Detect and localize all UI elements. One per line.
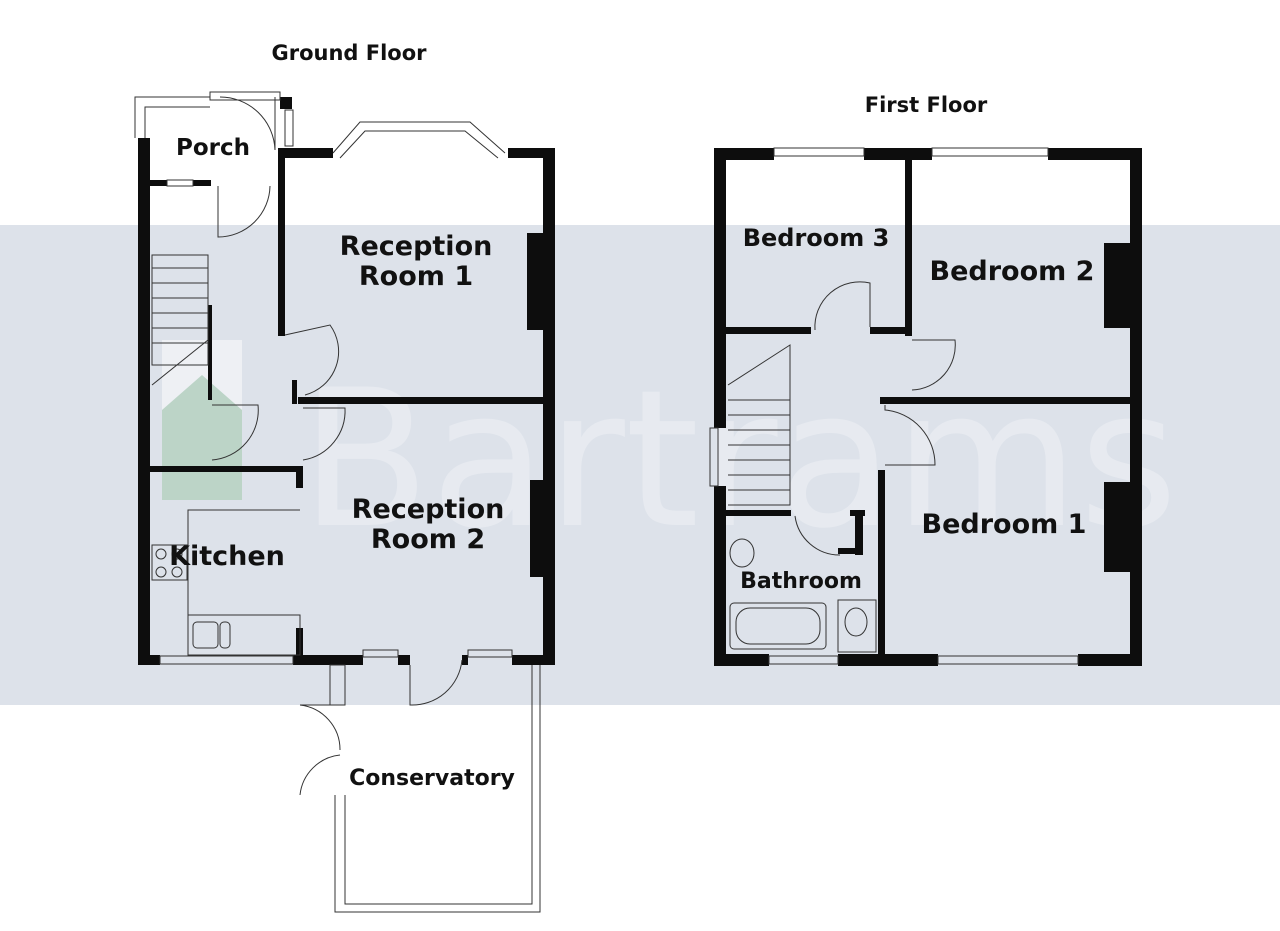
room-label-porch: Porch: [176, 135, 250, 161]
room-label-reception2-line1: Reception: [352, 494, 505, 525]
ground-floor-details: [134, 91, 541, 913]
first-floor-title: First Floor: [865, 93, 988, 117]
room-label-conservatory: Conservatory: [349, 766, 515, 791]
room-label-kitchen: Kitchen: [169, 541, 285, 572]
room-label-reception1-line1: Reception: [340, 231, 493, 262]
room-label-bedroom2: Bedroom 2: [930, 256, 1095, 287]
room-label-bathroom: Bathroom: [740, 569, 862, 594]
ground-floor-plan: [138, 97, 555, 665]
room-label-bedroom3: Bedroom 3: [743, 224, 890, 252]
room-label-reception1-line2: Room 1: [359, 261, 473, 292]
first-floor-details: [709, 147, 1079, 665]
room-label-bedroom1: Bedroom 1: [922, 509, 1087, 540]
ground-floor-title: Ground Floor: [271, 41, 427, 65]
first-floor-plan: [714, 148, 1142, 666]
room-label-reception2-line2: Room 2: [371, 524, 485, 555]
